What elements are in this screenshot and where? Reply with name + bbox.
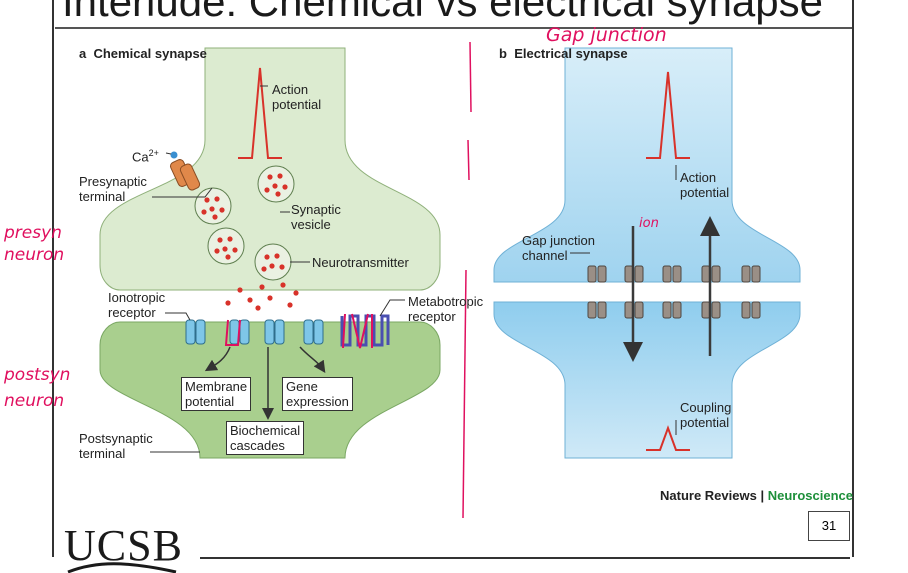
metabotropic-line2: receptor [408,309,456,324]
action-potential-spike-b [646,71,690,159]
figure-credit: Nature Reviews | Neuroscience [660,488,853,503]
postsynaptic-line2: terminal [79,446,126,461]
ionotropic-line1: Ionotropic [108,290,166,305]
presyn-neuron-word: neuron [4,245,65,265]
slide-frame-left [52,0,54,557]
calcium-label: Ca2+ [132,146,159,164]
coupling-line1: Coupling [680,400,732,415]
ionotropic-receptor-icon [185,319,324,345]
credit-publisher: Nature Reviews [660,488,757,503]
synaptic-vesicle-line2: vesicle [291,217,331,232]
action-potential-a-line1: Action [272,82,309,97]
metabotropic-line1: Metabotropic [408,294,484,309]
credit-separator: | [756,488,768,503]
membrane-line2: potential [185,394,235,409]
presynaptic-line1: Presynaptic [79,174,147,189]
credit-journal: Neuroscience [767,488,853,503]
postsyn-word: postsyn [4,365,71,385]
synaptic-vesicle-line1: Synaptic [291,202,341,217]
presyn-word: presyn [4,223,62,243]
panel-a-letter: a [79,46,87,61]
slide-frame-right [852,0,854,557]
handwritten-presyn-neuron: presyn neuron [4,222,64,266]
gene-line1: Gene [286,379,318,394]
panel-b-letter: b [499,46,507,61]
action-potential-b-line1: Action [680,170,717,185]
panel-a-title: Chemical synapse [93,46,207,61]
page-number: 31 [808,511,850,541]
ucsb-logo: UCSB [64,521,183,570]
postsynaptic-terminal-label: Postsynaptic terminal [79,431,153,461]
ionotropic-receptor-label: Ionotropic receptor [108,290,165,320]
action-potential-a-line2: potential [272,97,322,112]
calcium-symbol: Ca [132,149,149,165]
gene-expression-box: Gene expression [282,377,353,411]
title-rule [55,27,853,29]
biochemical-line1: Biochemical [230,423,301,438]
action-potential-b-line2: potential [680,185,730,200]
coupling-potential-spike [646,425,690,451]
slide-title: Interlude: Chemical vs electrical synaps… [62,0,824,25]
panel-a-heading: a Chemical synapse [79,46,207,61]
panel-b-title: Electrical synapse [514,46,628,61]
handwritten-ion: ion [639,216,659,231]
gap-junction-line1: Gap junction [522,233,595,248]
presynaptic-terminal-label: Presynaptic terminal [79,174,147,204]
neurotransmitter-label: Neurotransmitter [312,255,409,270]
panel-b-heading: b Electrical synapse [499,46,628,61]
membrane-line1: Membrane [185,379,248,394]
handwritten-divider-upper [469,41,472,113]
gap-junction-line2: channel [522,248,568,263]
action-potential-spike-a [238,67,282,159]
gap-junction-channel-label: Gap junction channel [522,233,595,263]
calcium-charge: 2+ [148,148,159,158]
postsyn-neuron-word: neuron [4,391,65,411]
membrane-potential-box: Membrane potential [181,377,252,411]
presynaptic-line2: terminal [79,189,126,204]
handwritten-divider-lower [462,269,467,519]
metabotropic-receptor-label: Metabotropic receptor [408,294,483,324]
coupling-line2: potential [680,415,730,430]
handwritten-postsyn-neuron: postsyn neuron [4,362,70,414]
handwritten-gap-junction: Gap junction [546,24,667,46]
gene-line2: expression [286,394,349,409]
footer-rule [200,557,850,559]
ionotropic-line2: receptor [108,305,156,320]
postsynaptic-line1: Postsynaptic [79,431,153,446]
ucsb-logo-wave-icon [67,562,177,573]
presynaptic-electrical-shape [493,47,801,283]
neurotransmitter-dots-icon [201,173,299,311]
metabotropic-receptor-icon [340,314,390,347]
gap-junction-channel-icon [587,265,761,319]
biochemical-cascades-box: Biochemical cascades [226,421,305,455]
calcium-channel-icon [165,151,201,191]
action-potential-label-b: Action potential [680,170,729,200]
handwritten-divider-mid [467,139,470,181]
action-potential-label-a: Action potential [272,82,321,112]
synaptic-vesicle-label: Synaptic vesicle [291,202,341,232]
biochemical-line2: cascades [230,438,285,453]
coupling-potential-label: Coupling potential [680,400,731,430]
postsynaptic-electrical-shape [493,301,801,459]
postsynaptic-terminal-shape [99,321,441,459]
